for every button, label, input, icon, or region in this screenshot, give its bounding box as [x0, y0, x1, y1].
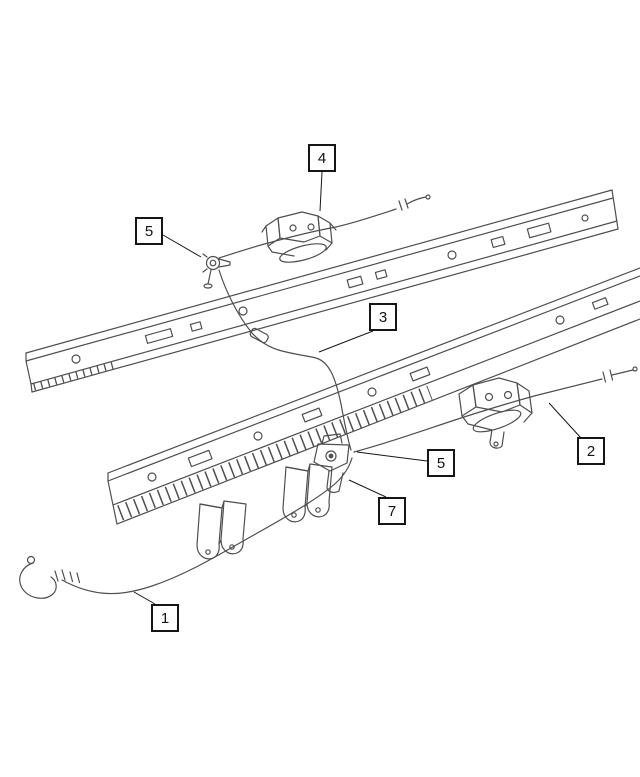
cable-support-bracket-right — [282, 463, 333, 523]
frame-rail-lower — [107, 267, 640, 525]
callout-part-5-lower[interactable]: 5 — [427, 449, 455, 477]
callout-part-3[interactable]: 3 — [369, 303, 397, 331]
cable-connector-left — [202, 253, 231, 289]
mounting-bracket-top — [261, 211, 337, 263]
callout-part-5-upper[interactable]: 5 — [135, 217, 163, 245]
mounting-bracket-right — [458, 377, 533, 449]
front-brake-cable — [19, 457, 353, 599]
callout-part-2[interactable]: 2 — [577, 437, 605, 465]
leader-lines — [133, 171, 582, 605]
upper-cable-run — [218, 194, 431, 259]
callout-part-1[interactable]: 1 — [151, 604, 179, 632]
callout-part-4[interactable]: 4 — [308, 144, 336, 172]
frame-rail-upper — [25, 189, 619, 393]
cable-support-bracket-left — [196, 500, 247, 560]
equalizer-clamp — [313, 433, 350, 493]
callout-part-7[interactable]: 7 — [378, 497, 406, 525]
rear-right-brake-cable — [353, 366, 638, 453]
intermediate-brake-cable — [218, 269, 352, 451]
